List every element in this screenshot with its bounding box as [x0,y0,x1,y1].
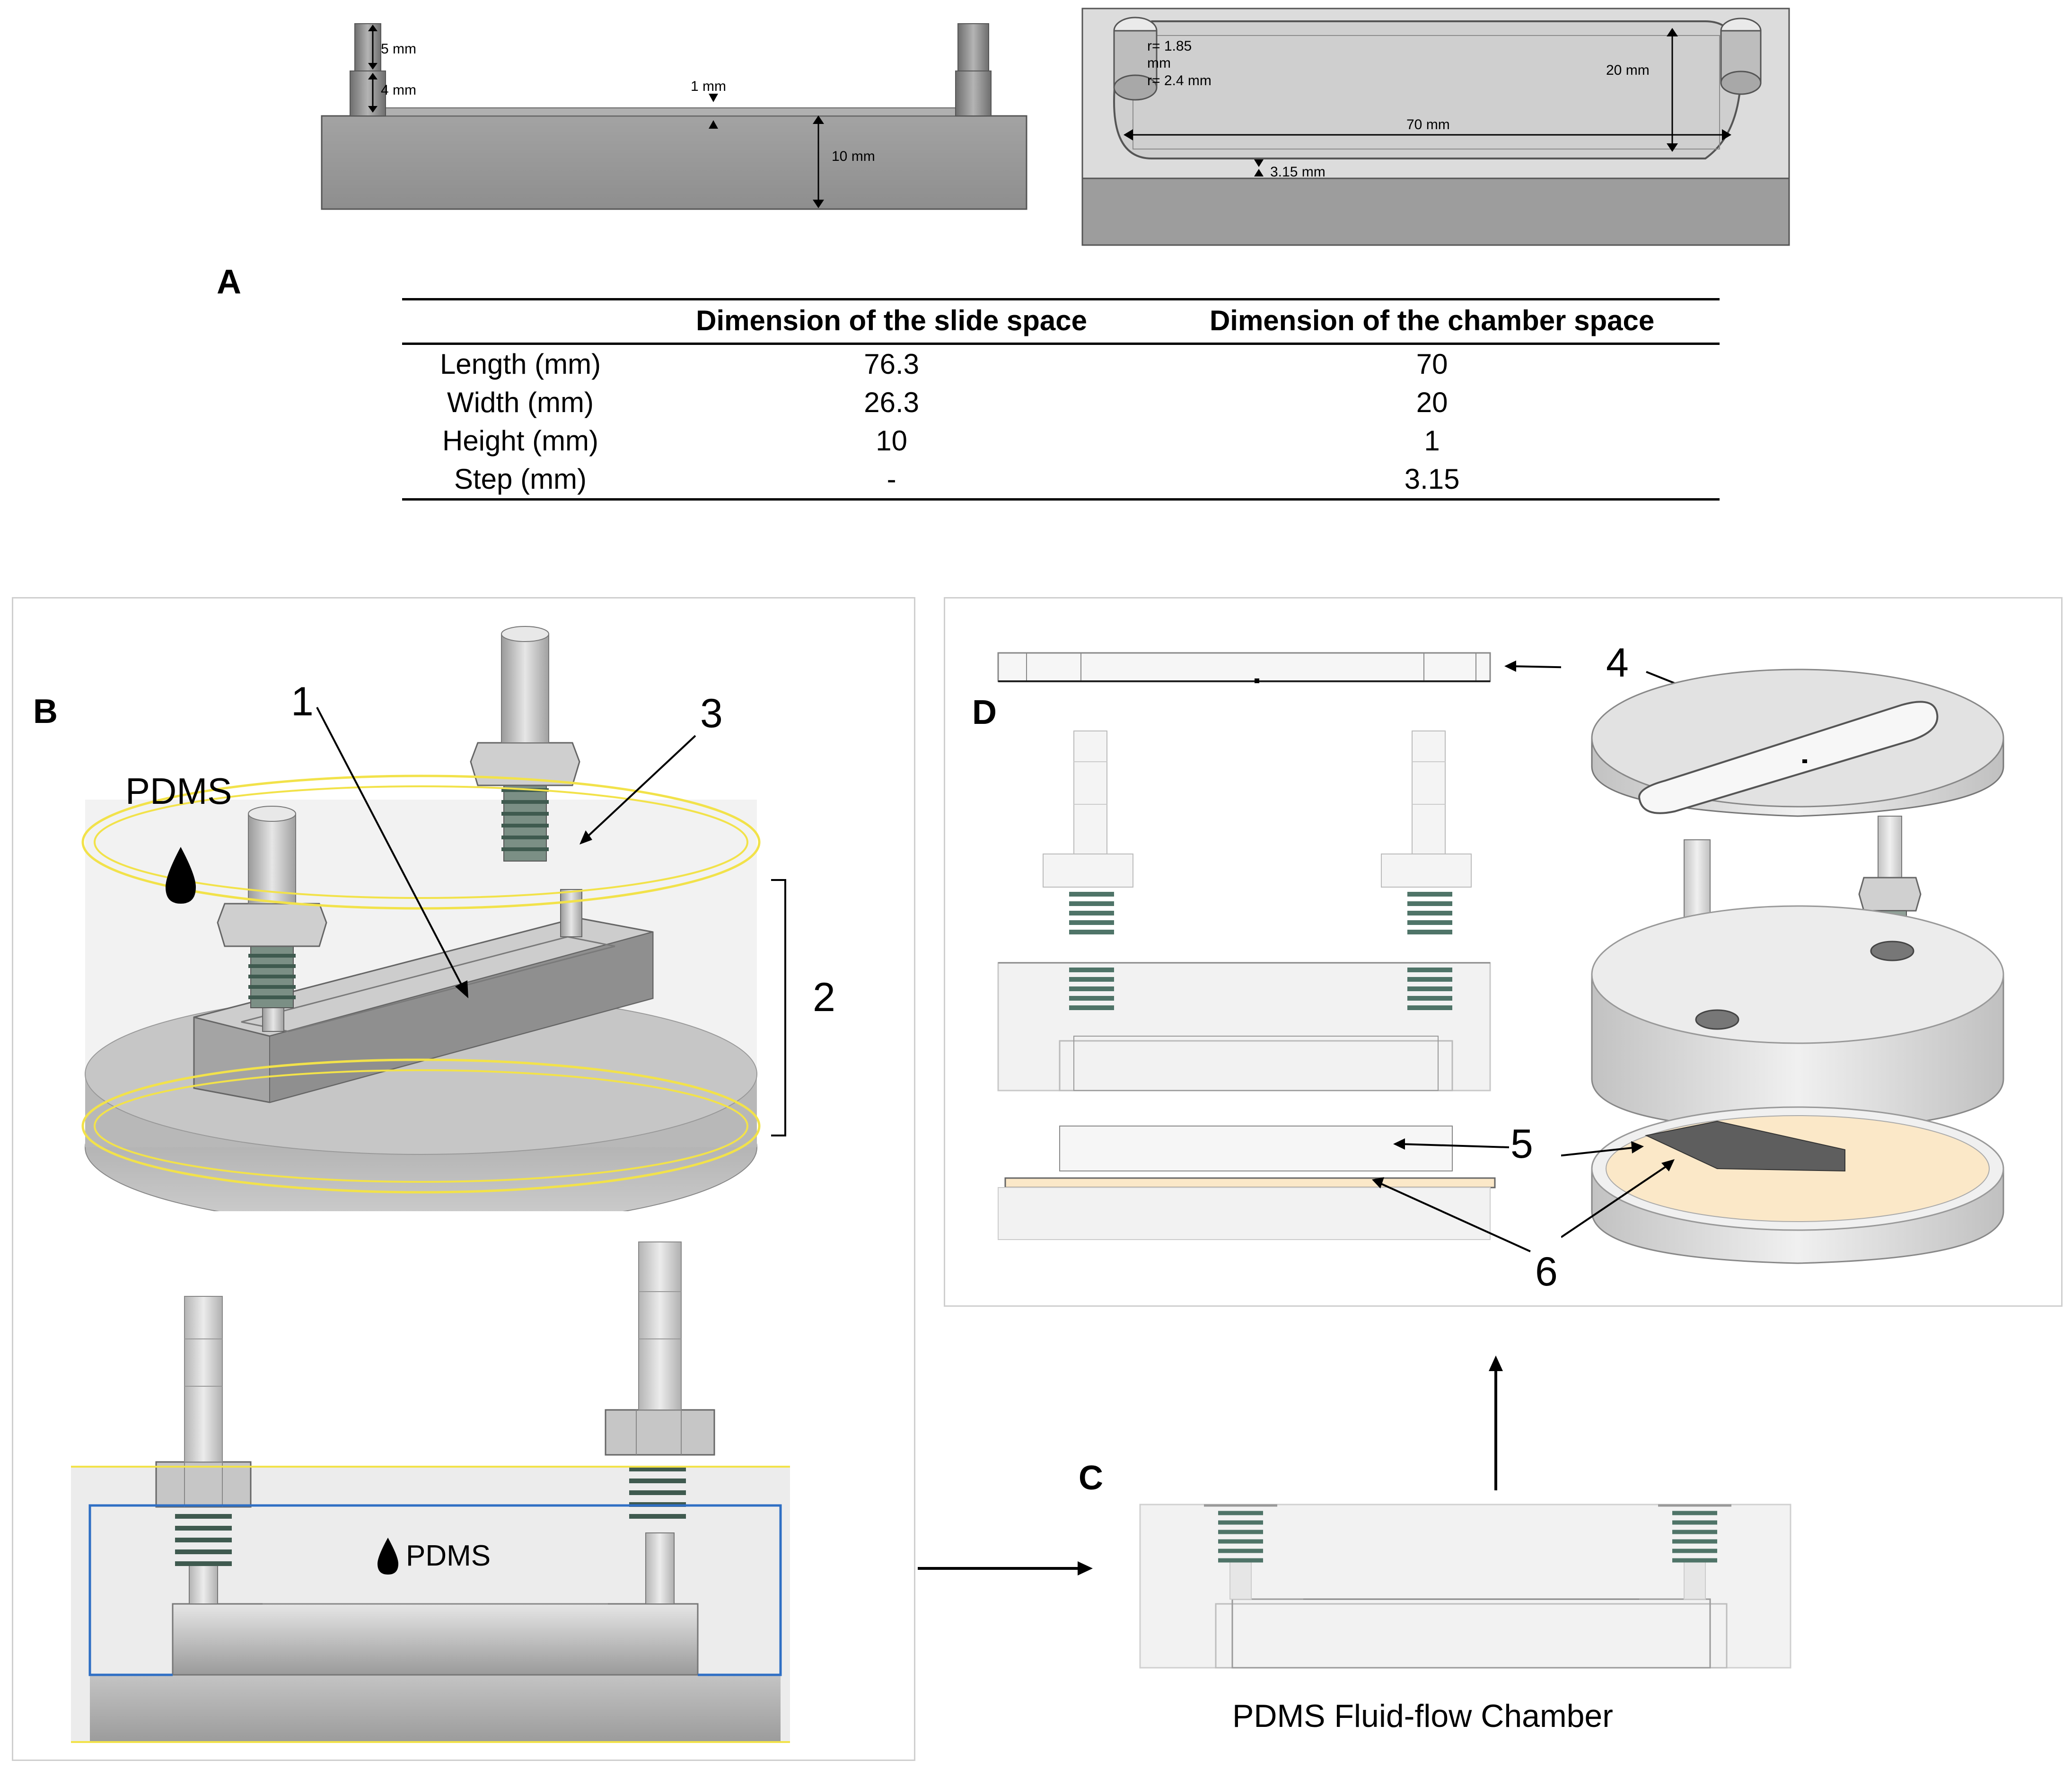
dim-315mm-label: 3.15 mm [1270,164,1326,180]
panel-label-c: C [1079,1459,1103,1497]
dim-20mm-label: 20 mm [1606,62,1650,78]
dim-1mm-label: 1 mm [691,79,726,94]
table-cell-slide: - [639,460,1145,501]
table-row-label: Step (mm) [402,460,639,501]
panel-label-a: A [217,263,241,301]
callout-1: 1 [291,679,314,724]
table-row-label: Length (mm) [439,348,601,380]
table-cell-slide: 26.3 [864,387,919,418]
table-cell-chamber: 3.15 [1144,460,1720,501]
dim-r185-label: r= 1.85 [1147,38,1192,54]
dim-5mm-label: 5 mm [381,41,416,57]
dim-r24-label: r= 2.4 mm [1147,73,1212,88]
panel-label-b: B [33,693,58,730]
table-row-label: Height (mm) [442,425,599,457]
callout-3: 3 [700,691,723,736]
panel-c-caption: PDMS Fluid-flow Chamber [1232,1698,1613,1734]
table-header-blank [402,298,639,345]
table-header-row: Dimension of the slide space Dimension o… [402,298,1720,345]
table-cell-chamber: 70 [1416,348,1448,380]
table-header-slide: Dimension of the slide space [639,298,1145,345]
table-cell-chamber: 1 [1424,425,1440,457]
table-cell-chamber: 20 [1416,387,1448,418]
dim-4mm-label: 4 mm [381,82,416,98]
panel-c-chamber-view [1139,1504,1791,1669]
table-cell-slide: 10 [876,425,907,457]
panel-a-top-view: r= 1.85 mm r= 2.4 mm 20 mm 70 mm 3.15 mm [1081,8,1790,246]
panel-b-isometric-view [81,626,786,1211]
table-row: Length (mm) 76.3 70 [402,344,1720,384]
table-row: Height (mm) 10 1 [402,422,1720,460]
panel-label-d: D [972,694,997,731]
callout-6: 6 [1535,1249,1558,1294]
arrows [918,1355,1503,1575]
callout-2: 2 [813,975,835,1020]
pdms-label-inner: PDMS [406,1540,491,1572]
panel-b-frame [12,597,915,1761]
table-row-label: Width (mm) [447,387,594,418]
table-header-chamber: Dimension of the chamber space [1144,298,1720,345]
callout-4: 4 [1606,640,1629,686]
panel-d-frame [944,597,2063,1307]
panel-d-exploded-3d [1561,669,2004,1264]
dimensions-table: Dimension of the slide space Dimension o… [402,298,1720,501]
table-cell-slide: 76.3 [864,348,919,380]
callout-5: 5 [1510,1121,1533,1167]
panel-b-front-view [71,1241,790,1743]
table-row: Step (mm) - 3.15 [402,460,1720,501]
droplet-icon [378,1538,398,1575]
dim-r185-unit: mm [1147,55,1171,71]
pdms-label-top: PDMS [125,770,232,812]
droplet-icon [166,847,196,904]
table-row: Width (mm) 26.3 20 [402,383,1720,422]
panel-d-exploded-side [997,652,1561,1252]
dim-10mm-label: 10 mm [832,149,875,164]
panel-a-side-view: 5 mm 4 mm 1 mm 10 mm [321,23,1027,210]
dim-70mm-label: 70 mm [1406,117,1450,132]
